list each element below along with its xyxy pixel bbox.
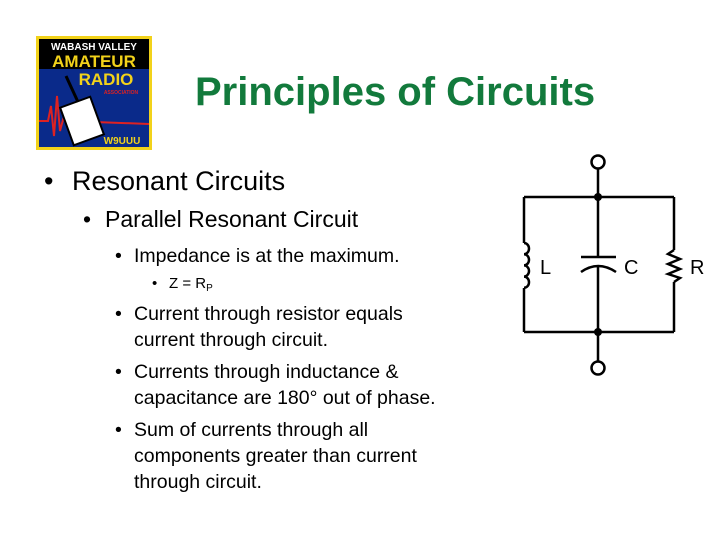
resistor-symbol xyxy=(664,248,684,284)
label-l: L xyxy=(540,257,551,279)
bullet-level3: • Current through resistor equals curren… xyxy=(115,301,403,353)
svg-text:RADIO: RADIO xyxy=(79,70,134,89)
bottom-terminal xyxy=(590,360,606,376)
svg-text:W9UUU: W9UUU xyxy=(104,136,141,147)
bullet-icon: • xyxy=(83,206,92,232)
bullet-level4: • Z = RP xyxy=(152,275,213,294)
label-r: R xyxy=(690,257,704,279)
bullet-level3: • Currents through inductance & capacita… xyxy=(115,359,436,411)
bullet-text: components greater than current xyxy=(134,445,417,467)
bullet-level2: • Parallel Resonant Circuit xyxy=(83,206,358,233)
slide-title: Principles of Circuits xyxy=(195,70,596,114)
svg-text:WABASH VALLEY: WABASH VALLEY xyxy=(51,42,137,53)
wvara-logo: WABASH VALLEY AMATEUR RADIO ASSOCIATION … xyxy=(36,36,152,150)
svg-text:AMATEUR: AMATEUR xyxy=(52,52,136,71)
bullet-text: through circuit. xyxy=(134,471,262,493)
bullet-text: Sum of currents through all xyxy=(134,419,369,441)
bullet-text: Currents through inductance & xyxy=(134,361,399,383)
bullet-icon: • xyxy=(115,245,122,267)
bullet-text: Parallel Resonant Circuit xyxy=(105,206,359,232)
bullet-text: Resonant Circuits xyxy=(72,166,286,196)
top-terminal xyxy=(590,154,606,170)
bullet-text: Z = RP xyxy=(169,275,213,294)
inductor-symbol xyxy=(523,241,531,290)
bullet-level3: • Sum of currents through all components… xyxy=(115,417,417,495)
bullet-level3: • Impedance is at the maximum. xyxy=(115,243,400,269)
bullet-text: Current through resistor equals xyxy=(134,303,403,325)
bullet-icon: • xyxy=(115,303,122,325)
bullet-text: Impedance is at the maximum. xyxy=(134,245,400,267)
bullet-icon: • xyxy=(115,361,122,383)
bullet-icon: • xyxy=(152,275,158,292)
bullet-icon: • xyxy=(115,419,122,441)
bullet-icon: • xyxy=(44,166,54,196)
parallel-rlc-circuit-diagram: L C R xyxy=(522,154,704,376)
svg-text:ASSOCIATION: ASSOCIATION xyxy=(104,90,139,96)
bullet-level1: • Resonant Circuits xyxy=(44,166,285,197)
bullet-text: current through circuit. xyxy=(134,329,329,351)
label-c: C xyxy=(624,257,638,279)
bullet-text: capacitance are 180° out of phase. xyxy=(134,387,436,409)
